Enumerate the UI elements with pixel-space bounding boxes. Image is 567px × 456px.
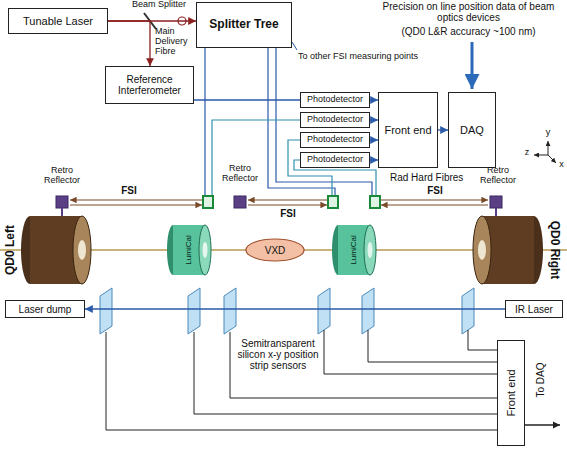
fibre-leader bbox=[292, 42, 297, 50]
node-text: Photodetector bbox=[304, 135, 366, 145]
cylR-outline bbox=[472, 214, 544, 286]
component-label: Retro Reflector bbox=[472, 166, 524, 186]
axis-label: x bbox=[557, 160, 566, 170]
quadrupole-magnet: QD0 Left bbox=[2, 214, 92, 286]
note-label: (QD0 L&R accuracy ~100 nm) bbox=[372, 26, 565, 37]
cylL-outline bbox=[20, 214, 92, 286]
front-end-box: Front end bbox=[378, 92, 438, 168]
connector bbox=[370, 119, 378, 120]
photodetector-box: Photodetector bbox=[300, 112, 370, 128]
ir-laser-box: IR Laser bbox=[505, 300, 563, 318]
connector bbox=[438, 129, 448, 130]
photodetector-box: Photodetector bbox=[300, 92, 370, 108]
node-text: Reference Interferometer bbox=[106, 74, 193, 96]
node-text: Front end bbox=[505, 369, 517, 416]
data-arrow bbox=[471, 42, 474, 89]
reflector-mount bbox=[62, 208, 496, 216]
connector bbox=[370, 99, 378, 100]
retro-reflector bbox=[56, 196, 502, 208]
quadrupole-magnet: QD0 Right bbox=[472, 214, 564, 286]
fsi-label: FSI bbox=[117, 185, 141, 196]
splitter-box: Splitter Tree bbox=[196, 2, 292, 48]
node-text: VXD bbox=[262, 245, 289, 256]
fibre-label: To other FSI measuring points bbox=[298, 52, 448, 62]
fsi-label: FSI bbox=[423, 185, 447, 196]
readout-wire bbox=[106, 330, 497, 430]
interferometer-box: Reference Interferometer bbox=[105, 66, 194, 104]
connector bbox=[370, 159, 378, 160]
component-label: Beam Splitter bbox=[124, 0, 194, 10]
fibre-label: Main Delivery Fibre bbox=[155, 27, 197, 57]
node-text: IR Laser bbox=[512, 304, 556, 315]
node-text: Photodetector bbox=[304, 115, 366, 125]
lumical-ring: LumiCal bbox=[165, 224, 215, 276]
node-text: Photodetector bbox=[304, 155, 366, 165]
photodetector-box: Photodetector bbox=[300, 152, 370, 168]
laser-dump-box: Laser dump bbox=[5, 300, 85, 318]
vertex-detector: VXD bbox=[245, 238, 305, 262]
fsi-label: FSI bbox=[276, 208, 300, 219]
component-label: Retro Reflector bbox=[36, 166, 88, 186]
front-end-box: Front end bbox=[497, 340, 525, 446]
node-text: QD0 Left bbox=[4, 225, 17, 275]
node-text: DAQ bbox=[457, 124, 487, 136]
fibre-label: Rad Hard Fibres bbox=[390, 172, 472, 183]
connector bbox=[108, 21, 150, 66]
axes bbox=[534, 141, 556, 163]
laser-box: Tunable Laser bbox=[8, 8, 108, 34]
axis-label: y bbox=[543, 128, 553, 138]
node-text: QD0 Right bbox=[547, 221, 560, 280]
node-text: LumiCal bbox=[185, 235, 194, 264]
rad-hard-fibres bbox=[212, 120, 376, 196]
daq-box: DAQ bbox=[448, 92, 496, 168]
connector bbox=[85, 308, 505, 309]
strip-sensor bbox=[100, 288, 474, 334]
lumical-ring: LumiCal bbox=[330, 224, 380, 276]
node-text: LumiCal bbox=[350, 235, 359, 264]
note-label: Precision on line position data of beam … bbox=[372, 1, 565, 23]
node-text: Tunable Laser bbox=[20, 15, 96, 27]
photodetector-box: Photodetector bbox=[300, 132, 370, 148]
daq-label: To DAQ bbox=[535, 362, 546, 397]
daq-arrow bbox=[525, 424, 560, 426]
connector bbox=[194, 99, 300, 100]
node-text: Photodetector bbox=[304, 95, 366, 105]
node-text: Splitter Tree bbox=[206, 18, 281, 31]
node-text: Laser dump bbox=[16, 304, 75, 315]
sensor-label: Semitransparent silicon x-y position str… bbox=[236, 338, 320, 371]
connector bbox=[370, 139, 378, 140]
fsi-head bbox=[203, 196, 380, 208]
component-label: Retro Reflector bbox=[216, 164, 264, 184]
node-text: Front end bbox=[381, 124, 434, 136]
axis-label: z bbox=[522, 148, 532, 158]
fibres bbox=[205, 48, 372, 196]
fsi-beam bbox=[70, 200, 488, 205]
